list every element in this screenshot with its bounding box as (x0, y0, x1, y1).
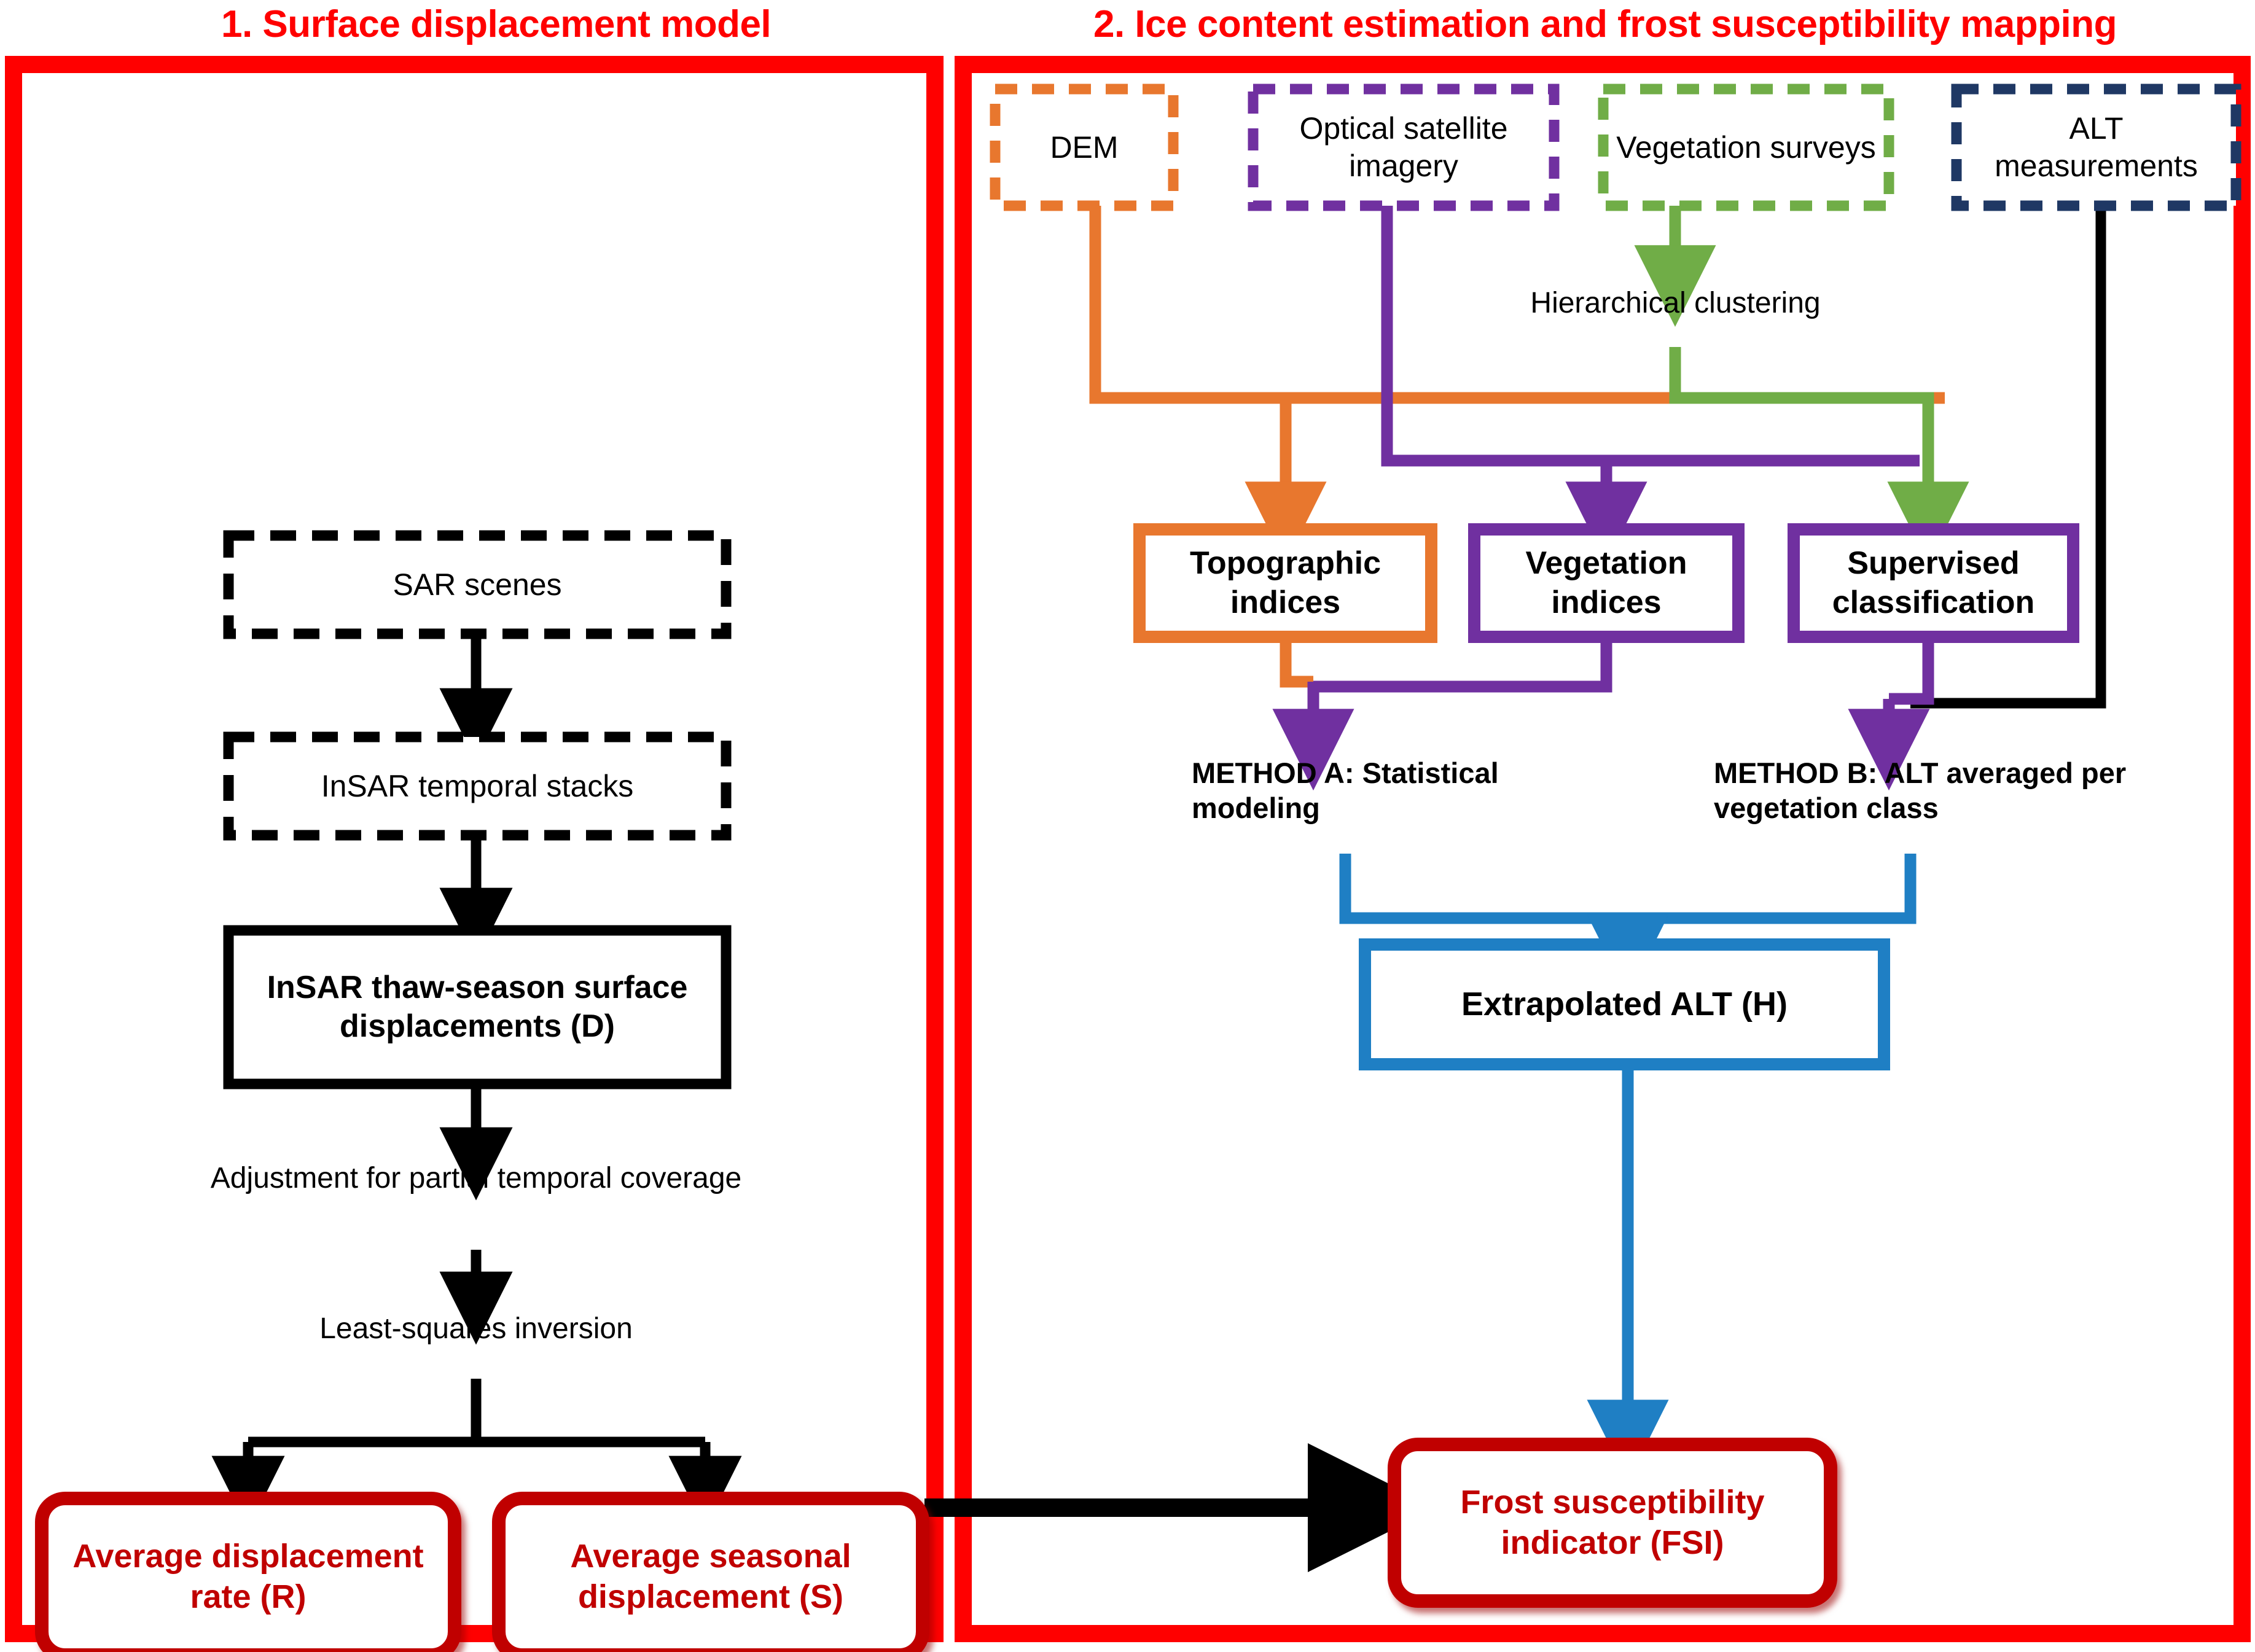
node-vegetation-indices[interactable]: Vegetation indices (1485, 529, 1728, 637)
node-extrapolated-alt[interactable]: Extrapolated ALT (H) (1377, 945, 1872, 1064)
shape-veg-indices (1468, 523, 1745, 643)
node-average-displacement-rate[interactable]: Average displacement rate (R) (55, 1498, 441, 1652)
node-insar-displacements[interactable]: InSAR thaw-season surface displacements … (241, 930, 714, 1084)
edge-supervised-down (1889, 629, 1934, 705)
edge-veg-down (1313, 629, 1612, 693)
node-topographic-indices-label: Topographic indices (1189, 545, 1381, 620)
node-dem-label: DEM (1050, 130, 1119, 165)
shape-supervised (1788, 523, 2079, 643)
panel1-frame (5, 56, 944, 1642)
node-insar-displacements-label: InSAR thaw-season surface displacements … (267, 969, 688, 1044)
node-sar-scenes-label: SAR scenes (393, 567, 562, 602)
method-a-label: METHOD A: Statistical modeling (1192, 755, 1511, 826)
node-vegetation-indices-label: Vegetation indices (1525, 545, 1687, 620)
shape-alt (1951, 84, 2241, 211)
shape-optical (1248, 84, 1560, 211)
shape-avg-rate (35, 1492, 461, 1652)
edge-label-least-squares-text: Least-squares inversion (319, 1312, 633, 1345)
node-frost-susceptibility-indicator-label: Frost susceptibility indicator (FSI) (1460, 1483, 1765, 1561)
node-average-seasonal-displacement[interactable]: Average seasonal displacement (S) (512, 1498, 909, 1652)
node-supervised-classification-label: Supervised classification (1832, 545, 2035, 620)
edge-optical-bus (1381, 204, 1920, 467)
method-a-label-text: METHOD A: Statistical modeling (1192, 757, 1499, 825)
node-vegetation-surveys[interactable]: Vegetation surveys (1612, 89, 1880, 206)
node-supervised-classification[interactable]: Supervised classification (1803, 529, 2064, 637)
edge-label-least-squares: Least-squares inversion (203, 1311, 749, 1347)
panel2-frame (955, 56, 2251, 1642)
edge-label-adjustment: Adjustment for partial temporal coverage (203, 1161, 749, 1197)
shape-vegsurveys (1598, 84, 1894, 211)
shape-extrap-alt (1359, 938, 1890, 1070)
node-optical-satellite-imagery-label: Optical satellite imagery (1299, 111, 1508, 183)
shape-avg-seasonal (492, 1492, 929, 1652)
node-dem[interactable]: DEM (995, 89, 1173, 206)
method-b-label-text: METHOD B: ALT averaged per vegetation cl… (1714, 757, 2127, 825)
node-alt-measurements-label: ALT measurements (1995, 111, 2198, 183)
node-alt-measurements[interactable]: ALT measurements (1966, 89, 2227, 206)
edge-methods-join (1339, 854, 1917, 924)
node-topographic-indices[interactable]: Topographic indices (1150, 529, 1421, 637)
shape-fsi (1388, 1438, 1837, 1608)
shape-sar-scenes (223, 530, 732, 639)
node-insar-stacks-label: InSAR temporal stacks (321, 768, 634, 803)
node-sar-scenes[interactable]: SAR scenes (229, 536, 726, 634)
edge-topo-down (1280, 629, 1313, 688)
edge-lsq-split (248, 1379, 705, 1447)
node-optical-satellite-imagery[interactable]: Optical satellite imagery (1262, 89, 1545, 206)
edge-label-hierarchical-clustering: Hierarchical clustering (1447, 286, 1904, 322)
node-extrapolated-alt-label: Extrapolated ALT (H) (1461, 985, 1788, 1023)
node-vegetation-surveys-label: Vegetation surveys (1616, 130, 1876, 165)
node-frost-susceptibility-indicator[interactable]: Frost susceptibility indicator (FSI) (1408, 1444, 1817, 1601)
edge-dem-bus (1089, 204, 1945, 404)
panel2-title: 2. Ice content estimation and frost susc… (1093, 3, 2117, 45)
node-average-seasonal-displacement-label: Average seasonal displacement (S) (570, 1537, 851, 1615)
panel1-title: 1. Surface displacement model (221, 3, 772, 45)
edge-alt-to-methodb (1910, 204, 2106, 709)
edge-clustering-to-supervised (1669, 347, 1969, 564)
edge-label-adjustment-text: Adjustment for partial temporal coverage (210, 1162, 742, 1194)
shape-insar-stacks (223, 731, 732, 841)
method-b-label: METHOD B: ALT averaged per vegetation cl… (1714, 755, 2132, 826)
edge-label-hierarchical-clustering-text: Hierarchical clustering (1530, 287, 1821, 319)
shape-topo-indices (1133, 523, 1437, 643)
shape-dem (990, 84, 1179, 211)
shape-insar-disp (223, 925, 732, 1089)
node-average-displacement-rate-label: Average displacement rate (R) (72, 1537, 424, 1615)
node-insar-stacks[interactable]: InSAR temporal stacks (229, 737, 726, 835)
